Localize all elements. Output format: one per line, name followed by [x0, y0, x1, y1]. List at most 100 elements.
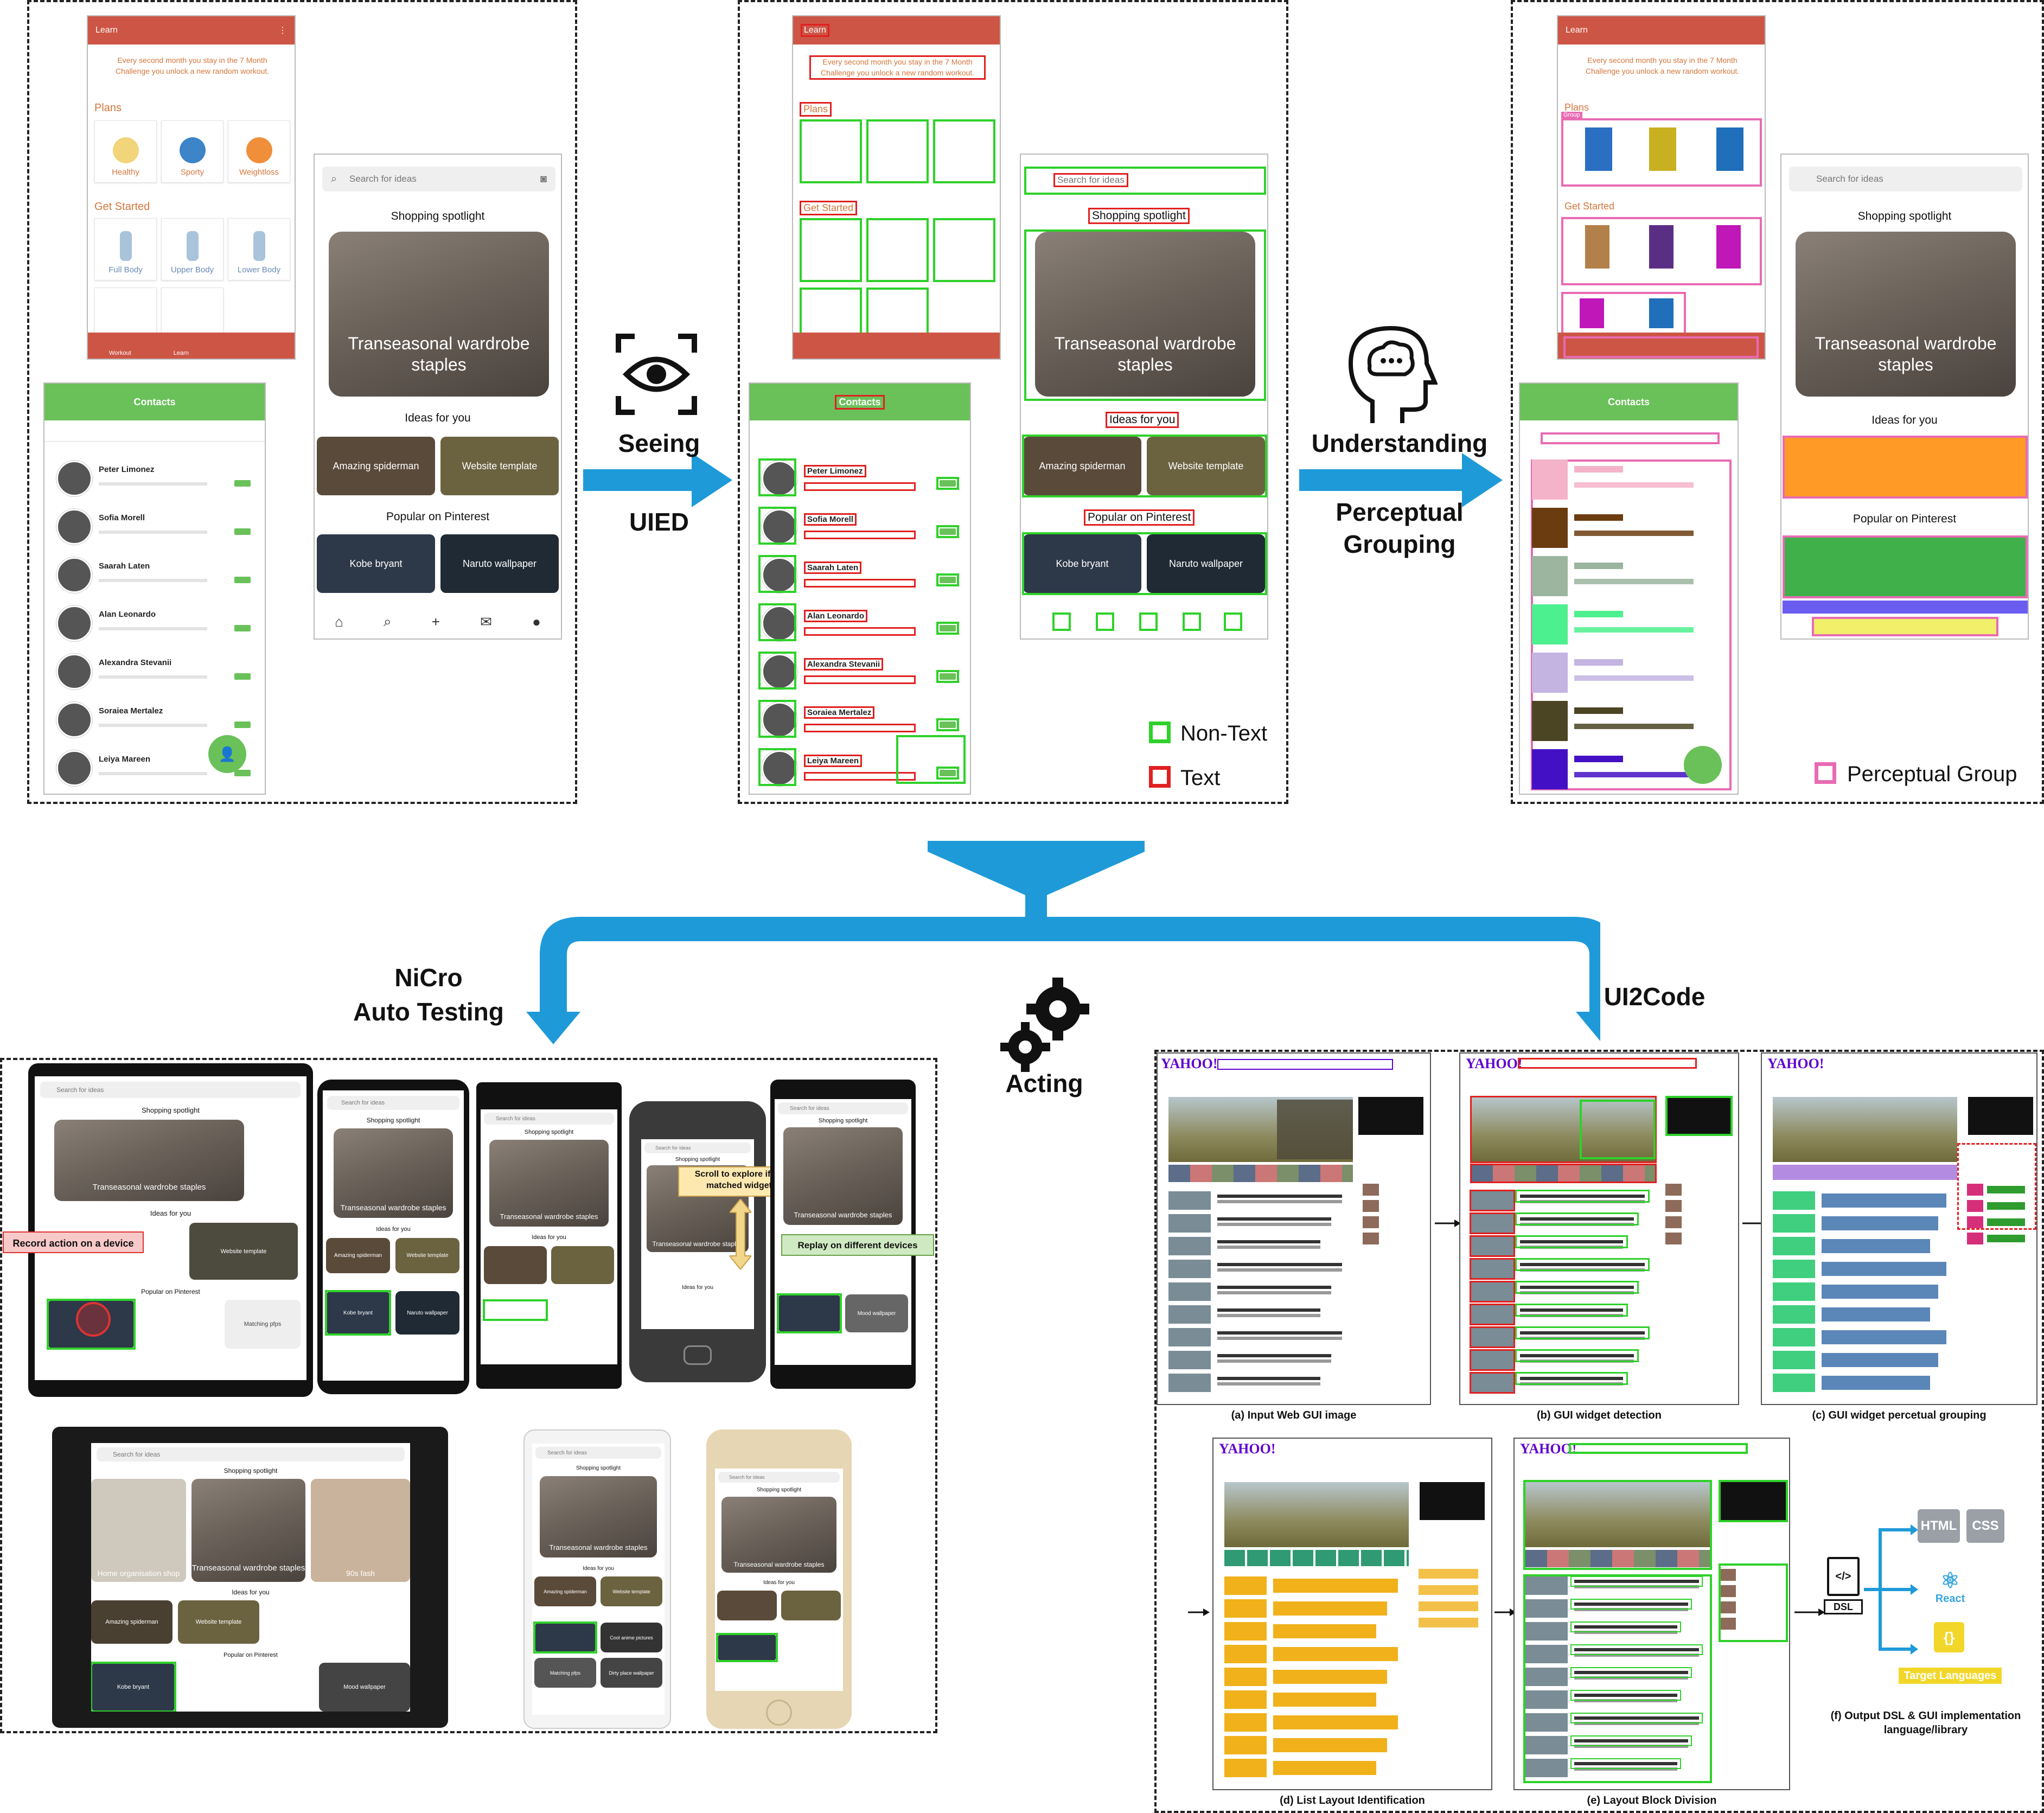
contact-row[interactable]: Sofia Morell	[44, 502, 265, 551]
pinterest-bottom-nav: ⌂ ⌕ + ✉ ●	[315, 608, 561, 635]
contact-row[interactable]: Alan Leonardo	[750, 599, 970, 647]
avatar	[56, 461, 92, 496]
contact-row[interactable]: Alexandra Stevanii	[750, 647, 970, 695]
home-button[interactable]	[766, 1700, 792, 1726]
news-headline	[1515, 1212, 1639, 1225]
idea-tile: Website template	[178, 1600, 259, 1644]
news-headline	[1822, 1307, 1930, 1322]
ideas-row-box	[1022, 435, 1267, 497]
start-card-full-body[interactable]: Full Body	[94, 218, 157, 280]
idea-tile-template[interactable]: Website template	[440, 437, 559, 495]
nav-group	[1812, 617, 1998, 636]
news-headline	[1217, 1240, 1320, 1243]
shopping-spotlight-heading: Shopping spotlight	[391, 210, 485, 222]
popular-tile-naruto[interactable]: Naruto wallpaper	[440, 534, 559, 593]
contact-row[interactable]: Saarah Laten	[750, 551, 970, 599]
selected-widget-box	[47, 1299, 136, 1350]
add-contact-fab[interactable]: 👤	[208, 735, 246, 773]
sidebar-item	[1665, 1184, 1682, 1196]
idea-tile: Amazing spiderman	[326, 1238, 390, 1273]
hero-card: Transeasonal wardrobe staples	[1796, 232, 2016, 397]
sport-icon	[179, 137, 206, 163]
body-figure-icon	[186, 231, 199, 261]
shopping-spotlight-heading: Shopping spotlight	[818, 1118, 868, 1124]
news-thumbnail	[1224, 1622, 1267, 1640]
home-button[interactable]	[684, 1345, 712, 1365]
news-thumbnail	[1773, 1282, 1815, 1301]
avatar-box	[758, 700, 796, 738]
contact-row[interactable]: Soraiea Mertalez	[750, 695, 970, 744]
learn-title-bar: Learn	[1558, 16, 1765, 44]
sidebar-item	[1967, 1233, 1983, 1244]
plan-card-box	[866, 119, 929, 183]
news-headline	[1822, 1330, 1946, 1344]
contact-name: Sofia Morell	[99, 513, 145, 522]
contact-preview-line	[804, 579, 916, 588]
contact-preview-line	[804, 772, 916, 781]
start-card-lower-body[interactable]: Lower Body	[228, 218, 290, 280]
nav-learn[interactable]: Learn	[173, 350, 189, 356]
shopping-spotlight-heading: Shopping spotlight	[756, 1487, 802, 1493]
contact-preview-line	[99, 724, 207, 727]
camera-icon[interactable]: ◙	[540, 173, 547, 185]
ideas-heading: Ideas for you	[405, 412, 471, 424]
plan-card-sporty[interactable]: Sporty	[161, 120, 223, 183]
device-screen: Search for ideas Shopping spotlight Tran…	[775, 1099, 911, 1365]
start-card-upper-body[interactable]: Upper Body	[161, 218, 223, 280]
news-headline	[1273, 1738, 1387, 1752]
idea-tile-spiderman[interactable]: Amazing spiderman	[317, 437, 435, 495]
hero-card[interactable]: Transeasonal wardrobe staples	[329, 232, 549, 397]
contact-name: Peter Limonez	[804, 465, 866, 477]
web-hero-caption	[1277, 1100, 1353, 1159]
matched-widget-box	[91, 1662, 176, 1712]
search-icon[interactable]: ⌕	[384, 613, 392, 629]
more-icon[interactable]: ⋮	[278, 26, 287, 35]
news-thumbnail	[1470, 1326, 1515, 1348]
news-thumbnail	[1525, 1599, 1568, 1618]
news-headline	[1515, 1304, 1628, 1317]
popular-group	[1783, 535, 2028, 598]
legend-group-swatch	[1815, 762, 1836, 784]
search-bar: Search for ideas	[40, 1082, 301, 1098]
contact-name: Sofia Morell	[804, 513, 857, 526]
hero-card: Transeasonal wardrobe staples	[191, 1479, 305, 1582]
nav-icon-box	[1183, 612, 1201, 631]
web-video	[1666, 1097, 1732, 1135]
news-thumbnail	[1224, 1576, 1267, 1595]
plan-card-weightloss[interactable]: Weightloss	[228, 120, 290, 183]
device-tablet-2: Search for ideas Shopping spotlight Home…	[52, 1427, 448, 1728]
dsl-branch-arrows	[1864, 1524, 1918, 1655]
contact-row[interactable]: Leiya Mareen	[750, 744, 970, 792]
contact-row[interactable]: Soraiea Mertalez	[44, 695, 265, 744]
plus-icon[interactable]: +	[431, 613, 440, 630]
news-headline	[1273, 1601, 1387, 1616]
contact-row[interactable]: Alexandra Stevanii	[44, 647, 265, 695]
ideas-group	[1783, 436, 2028, 499]
contact-row[interactable]: Saarah Laten	[44, 551, 265, 599]
news-headline	[1273, 1624, 1376, 1638]
ideas-heading: Ideas for you	[1106, 412, 1179, 428]
contact-row[interactable]: Sofia Morell	[750, 502, 970, 551]
news-headline	[1570, 1576, 1703, 1587]
caption-f: (f) Output DSL & GUI implementation lang…	[1830, 1710, 2021, 1736]
search-bar[interactable]: ⌕ Search for ideas ◙	[322, 167, 555, 191]
search-bar: Search for ideas	[327, 1096, 459, 1110]
start-card-box	[933, 218, 995, 282]
sidebar-item	[1720, 1601, 1736, 1613]
contact-row[interactable]: Peter Limonez	[44, 454, 265, 502]
chat-icon[interactable]: ✉	[480, 613, 492, 630]
arrow-e-f	[1794, 1608, 1825, 1616]
contact-row[interactable]: Alan Leonardo	[44, 599, 265, 647]
status-badge	[234, 722, 251, 728]
nav-workout[interactable]: Workout	[109, 350, 131, 356]
plan-card-healthy[interactable]: Healthy	[94, 120, 157, 183]
contact-row[interactable]: Peter Limonez	[750, 454, 970, 502]
device-screen: Search for ideas Shopping spotlight Tran…	[532, 1444, 665, 1715]
search-bar: Search for ideas	[778, 1102, 908, 1114]
news-headline	[1570, 1690, 1681, 1701]
contact-row[interactable]: Leiya Mareen	[44, 744, 265, 792]
news-thumbnail	[1168, 1260, 1211, 1278]
home-icon[interactable]: ⌂	[335, 613, 343, 630]
popular-tile-kobe[interactable]: Kobe bryant	[317, 534, 435, 593]
profile-icon[interactable]: ●	[532, 613, 541, 630]
